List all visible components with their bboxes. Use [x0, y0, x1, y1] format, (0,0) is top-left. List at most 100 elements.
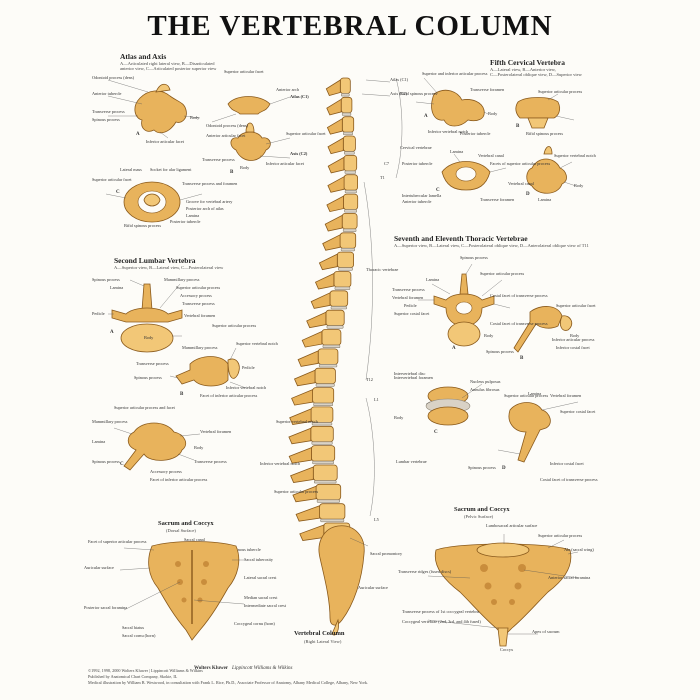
atlas-fig-c: C [116, 190, 120, 195]
lumbar-label-3: Superior articular process [176, 285, 221, 290]
thoracic-sub: A—Superior view, B—Lateral view, C—Poste… [394, 243, 589, 248]
sacrum-d-label-3: Sacral tuberosity [244, 557, 273, 562]
thoracic-illustration [418, 263, 579, 463]
vertebra-body [317, 348, 339, 365]
fifth-label-7: Bifid spinous process [526, 131, 563, 136]
footer-line-1: ©1992, 1998, 2000 Wolters Kluwer | Lippi… [88, 668, 203, 673]
thoracic-label-4: Vertebral foramen [392, 295, 424, 300]
sacrum-p-label-2: Ala (sacral wing) [564, 547, 594, 552]
fifth-label-15: Transverse foramen [480, 197, 515, 202]
intervertebral-disc [340, 248, 355, 252]
vertebra-body [329, 290, 349, 307]
fifth-label-1: Bifid spinous process [400, 91, 437, 96]
sacrum-dorsal-sub: (Dorsal Surface) [166, 528, 196, 533]
sacrum-p-label-6: Coccygeal vertebrae (2nd, 3rd, and 4th f… [402, 619, 481, 624]
atlas-axis-sub-2: anterior view, C—Articulated posterior s… [120, 66, 217, 71]
thoracic-fig-d: D [502, 466, 506, 471]
vertebra-body [311, 445, 336, 462]
column-label-10: Inferior vertebral notch [260, 461, 301, 466]
thoracic-fig-c: C [434, 430, 438, 435]
atlas-label-3: Transverse process [92, 109, 125, 114]
lumbar-label-14: Spinous process [134, 375, 162, 380]
thoracic-label-11: Spinous process [486, 349, 514, 354]
atlas-label-14: Axis (C2) [290, 151, 308, 156]
vertebra-process [288, 447, 312, 464]
column-label-14: Sacral promontory [370, 551, 403, 556]
column-label-9: Superior vertebral notch [276, 419, 318, 424]
sacrum-p-label-7: Apex of sacrum [532, 629, 560, 634]
fifth-label-9: Vertebral canal [478, 153, 504, 158]
fifth-label-0: Superior and inferior articular process [422, 71, 488, 76]
atlas-label-7: Anterior arch [276, 87, 300, 92]
vertebra-body [340, 96, 353, 114]
fifth-label-5: Posterior tubercle [460, 131, 491, 136]
thoracic-label-19: Lamina [528, 391, 542, 396]
thoracic-label-3: Transverse process [392, 287, 425, 292]
vertebra-body [310, 425, 334, 443]
fifth-label-14: Anterior tubercle [402, 199, 432, 204]
fifth-fig-a: A [424, 114, 428, 119]
thoracic-label-0: Spinous process [460, 255, 488, 260]
lumbar-label-18: Mammillary process [92, 419, 128, 424]
fifth-label-8: Lamina [450, 149, 464, 154]
publisher-logo-2: Lippincott Williams & Wilkins [232, 666, 293, 671]
vertebra-body [314, 367, 336, 385]
intervertebral-disc [334, 286, 351, 290]
intervertebral-disc [316, 499, 340, 503]
thoracic-label-8: Body [484, 333, 494, 338]
sacrum-pelvic-title: Sacrum and Coccyx [454, 506, 510, 513]
thoracic-fig-b: B [520, 356, 524, 361]
vertebra-body [336, 251, 355, 269]
fifth-label-16: Body [574, 183, 584, 188]
column-label-13: Spinous tubercle [232, 547, 261, 552]
column-panel: Atlas (C1) Axis (C2) C7 Cervical vertebr… [232, 68, 433, 668]
intervertebral-disc [344, 209, 357, 213]
lumbar-label-17: Superior articular process and facet [114, 405, 175, 410]
vertebra-process [288, 427, 312, 445]
column-label-3: Cervical vertebrae [400, 145, 432, 150]
vertebra-body [312, 387, 335, 404]
atlas-label-20: Groove for vertebral artery [186, 199, 233, 204]
atlas-label-4: Spinous process [92, 117, 120, 122]
thoracic-label-23: Spinous process [468, 465, 496, 470]
lumbar-title: Second Lumbar Vertebra [114, 256, 196, 265]
vertebra-process [327, 137, 344, 155]
thoracic-label-22: Superior costal facet [560, 409, 596, 414]
fifth-cervical-sub-1: A—Lateral view, B—Anterior view, [490, 67, 556, 72]
vertebra-process [306, 311, 327, 329]
sacrum-d-label-8: Sacral hiatus [122, 625, 145, 630]
column-illustration [288, 77, 403, 636]
column-label-2: C7 [384, 161, 390, 166]
sacrum-p-label-0: Lumbosacral articular surface [486, 523, 538, 528]
footer-line-3: Medical illustration by William B. Westw… [88, 680, 369, 685]
thoracic-label-25: Costal facet of transverse process [540, 477, 598, 482]
column-label-6: T12 [366, 377, 373, 382]
vertebra-process [291, 389, 313, 406]
sacrum-d-label-4: Lateral sacral crest [244, 575, 277, 580]
atlas-label-5: Body [190, 115, 200, 120]
vertebra-process [289, 408, 312, 425]
fifth-fig-d: D [526, 192, 530, 197]
sacrum-d-label-6: Posterior sacral foramina [84, 605, 128, 610]
column-label-7: L1 [374, 397, 379, 402]
intervertebral-disc [311, 422, 333, 426]
thoracic-label-16: Nucleus pulposus [470, 379, 501, 384]
fifth-label-3: Body [488, 111, 498, 116]
column-label-16: Superior articular process [274, 489, 319, 494]
vertebra-body [341, 116, 355, 133]
thoracic-label-6: Superior costal facet [394, 311, 430, 316]
vertebra-process [310, 292, 331, 309]
thoracic-label-5: Pedicle [404, 303, 417, 308]
vertebra-process [322, 234, 341, 251]
thoracic-label-18: Body [394, 415, 404, 420]
fifth-label-11: Facets of superior articular process [490, 161, 551, 166]
thoracic-label-21: Vertebral foramen [550, 393, 582, 398]
column-label-4: T1 [380, 175, 385, 180]
lumbar-fig-a: A [110, 330, 114, 335]
page-title: THE VERTEBRAL COLUMN [147, 10, 553, 42]
sacrum-dorsal-panel: Sacrum and Coccyx (Dorsal Surface) Facet… [84, 520, 294, 655]
lumbar-fig-b: B [180, 392, 184, 397]
sacrum-d-label-0: Facet of superior articular process [88, 539, 147, 544]
lumbar-sub: A—Superior view, B—Lateral view, C—Poste… [114, 265, 224, 270]
sacrum-p-label-3: Transverse ridges (fused discs) [398, 569, 452, 574]
